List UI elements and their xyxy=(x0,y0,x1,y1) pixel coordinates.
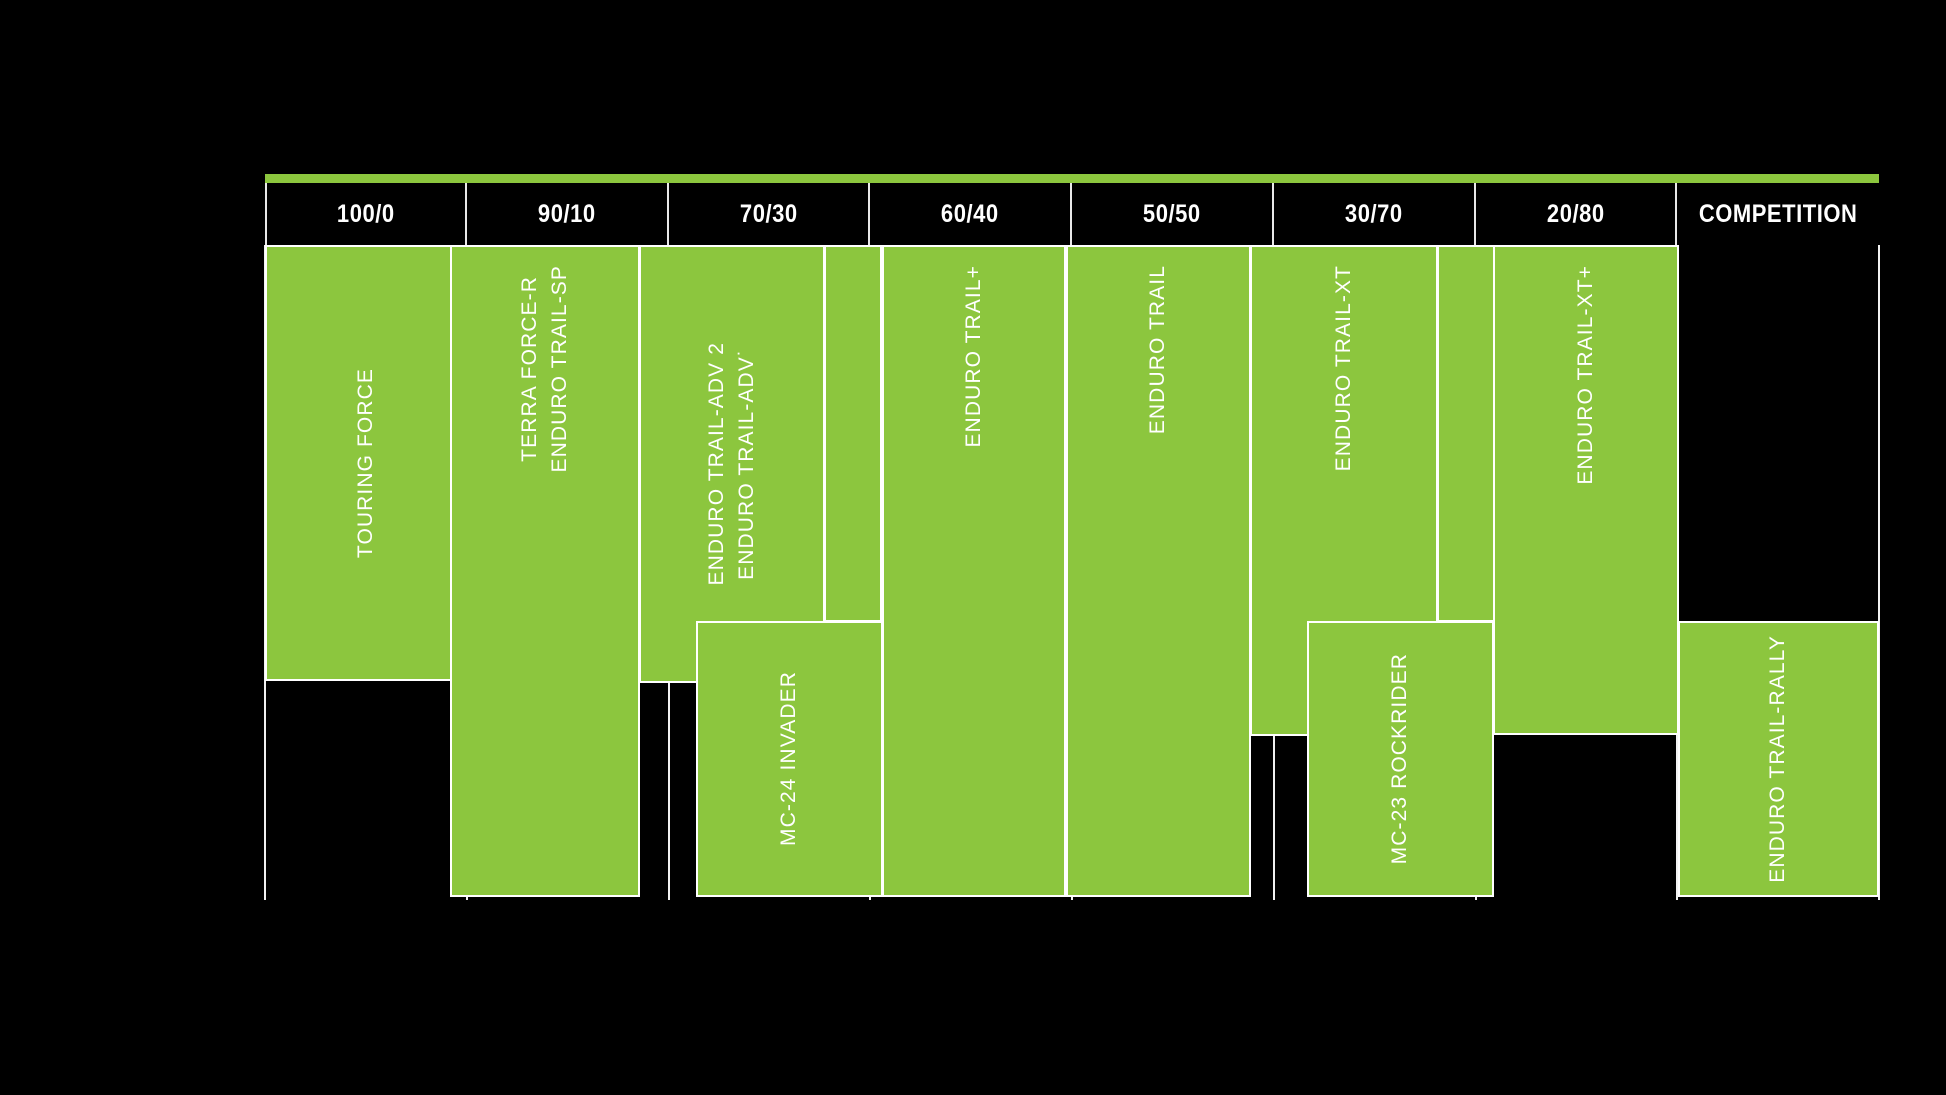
bar-label: ENDURO TRAIL-ADV˙ xyxy=(734,347,758,580)
bar-label-group: ENDURO TRAIL+ xyxy=(961,265,987,448)
column-header-c100-0[interactable]: 100/0 xyxy=(265,183,467,245)
bar-enduro-trail-xt-plus[interactable]: ENDURO TRAIL-XT+ xyxy=(1493,245,1679,735)
bar-label: ENDURO TRAIL xyxy=(1146,265,1170,435)
column-header-label: 30/70 xyxy=(1344,199,1403,228)
column-header-label: 20/80 xyxy=(1546,199,1605,228)
column-header-label: 90/10 xyxy=(537,199,596,228)
column-header-c50-50[interactable]: 50/50 xyxy=(1072,183,1274,245)
bar-label-group: ENDURO TRAIL-XT xyxy=(1331,265,1357,471)
bar-label-group: MC-23 ROCKRIDER xyxy=(1387,653,1413,864)
column-header-label: COMPETITION xyxy=(1698,199,1858,228)
bar-adv-extension[interactable] xyxy=(824,245,883,622)
bar-label: ENDURO TRAIL-XT xyxy=(1331,265,1355,472)
column-header-label: 100/0 xyxy=(337,199,395,228)
column-header-label: 50/50 xyxy=(1143,199,1201,228)
column-separator xyxy=(1878,245,1880,900)
bar-label: ENDURO TRAIL-SP xyxy=(547,265,571,473)
bar-enduro-trail-plus[interactable]: ENDURO TRAIL+ xyxy=(881,245,1067,897)
column-header-label: 70/30 xyxy=(739,199,798,228)
column-header-label: 60/40 xyxy=(941,199,999,228)
column-header-c70-30[interactable]: 70/30 xyxy=(669,183,871,245)
bar-label-group: ENDURO TRAIL xyxy=(1145,265,1171,434)
bar-label-group: ENDURO TRAIL-RALLY xyxy=(1765,635,1791,883)
bar-label: ENDURO TRAIL+ xyxy=(961,265,985,448)
column-header-c60-40[interactable]: 60/40 xyxy=(870,183,1072,245)
bar-mc24-invader[interactable]: MC-24 INVADER xyxy=(695,620,884,897)
bar-label: ENDURO TRAIL-RALLY xyxy=(1766,634,1790,883)
bar-mc23-rockrider[interactable]: MC-23 ROCKRIDER xyxy=(1306,620,1495,897)
bar-label-group: ENDURO TRAIL-XT+ xyxy=(1573,265,1599,485)
column-header-c30-70[interactable]: 30/70 xyxy=(1274,183,1476,245)
bar-label: MC-23 ROCKRIDER xyxy=(1388,653,1412,865)
bar-label: MC-24 INVADER xyxy=(777,671,801,847)
bar-label: ENDURO TRAIL-ADV 2 xyxy=(705,342,729,586)
bar-label: ENDURO TRAIL-XT+ xyxy=(1573,265,1597,485)
bar-touring-force[interactable]: TOURING FORCE xyxy=(265,245,467,681)
bar-label-group: MC-24 INVADER xyxy=(776,671,802,846)
bar-label: TERRA FORCE-R xyxy=(518,275,542,462)
column-header-c20-80[interactable]: 20/80 xyxy=(1476,183,1678,245)
bar-enduro-trail-rally[interactable]: ENDURO TRAIL-RALLY xyxy=(1678,620,1879,897)
column-header-c90-10[interactable]: 90/10 xyxy=(467,183,669,245)
bar-label-group: TOURING FORCE xyxy=(353,368,379,558)
bar-label: TOURING FORCE xyxy=(353,367,377,558)
bar-xt-extension[interactable] xyxy=(1436,245,1495,622)
column-header-ccompetition[interactable]: COMPETITION xyxy=(1677,183,1879,245)
column-header-row: 100/0 90/10 70/30 60/40 50/50 30/70 20/80 COMPE… xyxy=(265,183,1879,245)
top-accent-rule xyxy=(265,174,1879,183)
bar-enduro-trail[interactable]: ENDURO TRAIL xyxy=(1065,245,1252,897)
